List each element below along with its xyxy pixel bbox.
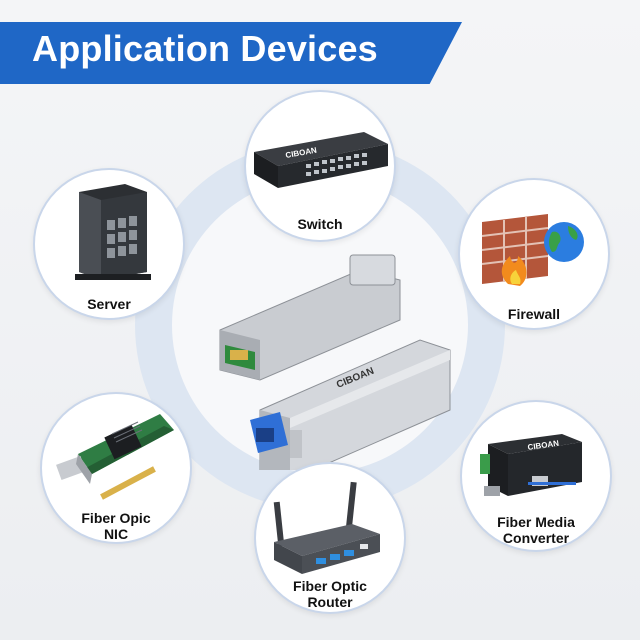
- device-label-server: Server: [87, 296, 131, 312]
- device-nic: Fiber Opic NIC: [40, 392, 192, 544]
- device-label-router-text: Fiber Optic Router: [293, 578, 367, 610]
- sfp-transceiver-module: CIBOAN: [219, 254, 451, 470]
- device-label-nic: Fiber Opic NIC: [42, 510, 190, 542]
- device-label-switch: Switch: [297, 216, 343, 232]
- device-label-firewall: Firewall: [507, 306, 561, 322]
- device-switch: CIBOAN Switch: [244, 90, 396, 242]
- device-label-router: Fiber Optic Router: [256, 578, 404, 610]
- device-firewall: Firewall: [458, 178, 610, 330]
- device-label-nic-text: Fiber Opic NIC: [81, 510, 151, 542]
- device-router: Fiber Optic Router: [254, 462, 406, 614]
- media-converter-icon: CIBOAN: [480, 434, 582, 496]
- tower-server-icon: [75, 184, 151, 280]
- page-title: Application Devices: [32, 28, 378, 69]
- device-label-converter: Fiber Media Converter: [462, 514, 610, 546]
- network-switch-icon: CIBOAN: [254, 132, 388, 188]
- fiber-nic-card-icon: [56, 414, 174, 500]
- title-banner: [0, 22, 462, 84]
- converter-brand: CIBOAN: [527, 439, 560, 452]
- firewall-globe-icon: [481, 214, 584, 286]
- device-media-converter: CIBOAN Fiber Media Converter: [460, 400, 612, 552]
- device-label-converter-text: Fiber Media Converter: [497, 514, 575, 546]
- wifi-router-icon: [273, 481, 380, 574]
- device-server: Server: [33, 168, 185, 320]
